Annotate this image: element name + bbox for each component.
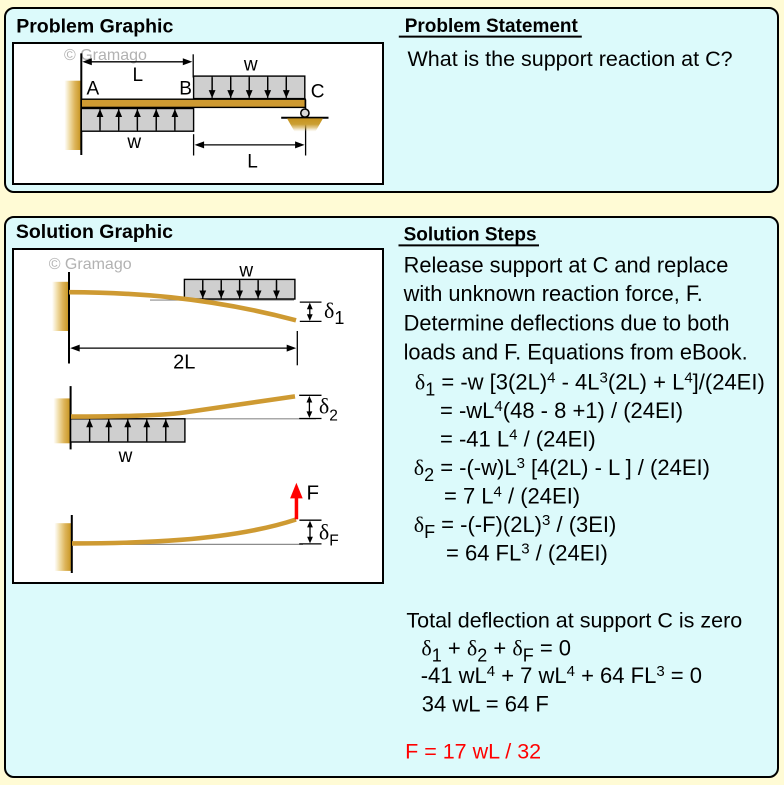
svg-text:= 64 FL3 / (24EI): = 64 FL3 / (24EI): [446, 540, 608, 565]
svg-text:L: L: [247, 152, 258, 173]
svg-text:F = 17 wL / 32: F = 17 wL / 32: [405, 739, 541, 763]
svg-text:L: L: [133, 65, 144, 86]
svg-text:δ1 = -w [3(2L)4 - 4L3(2L) + L4: δ1 = -w [3(2L)4 - 4L3(2L) + L4]/(24EI): [415, 369, 765, 400]
svg-text:Solution Steps: Solution Steps: [404, 225, 537, 246]
svg-text:δ2: δ2: [319, 394, 338, 425]
svg-text:w: w: [243, 54, 258, 75]
svg-text:δ1 + δ2 + δF = 0: δ1 + δ2 + δF = 0: [421, 635, 571, 665]
svg-text:What is the support reaction a: What is the support reaction at C?: [408, 47, 733, 71]
svg-text:loads and F. Equations from eB: loads and F. Equations from eBook.: [404, 340, 748, 365]
svg-text:δ1: δ1: [324, 298, 344, 328]
svg-text:34 wL = 64 F: 34 wL = 64 F: [422, 691, 549, 716]
svg-text:= -41 L4 / (24EI): = -41 L4 / (24EI): [440, 426, 596, 451]
svg-text:with unknown reaction force, F: with unknown reaction force, F.: [403, 281, 703, 306]
svg-text:© Gramago: © Gramago: [64, 47, 147, 64]
svg-text:Solution Graphic: Solution Graphic: [16, 221, 173, 243]
svg-text:A: A: [87, 78, 100, 99]
svg-text:= 7 L4 / (24EI): = 7 L4 / (24EI): [444, 483, 580, 508]
svg-text:δF = -(-F)(2L)3 / (3EI): δF = -(-F)(2L)3 / (3EI): [414, 511, 617, 542]
svg-text:C: C: [311, 81, 325, 102]
svg-text:Release support at C and repla: Release support at C and replace: [404, 252, 729, 277]
svg-text:-41 wL4 + 7 wL4 + 64 FL3 = 0: -41 wL4 + 7 wL4 + 64 FL3 = 0: [421, 663, 702, 688]
svg-text:B: B: [179, 79, 192, 100]
svg-text:w: w: [238, 261, 253, 282]
svg-text:F: F: [307, 482, 320, 505]
svg-text:Determine deflections due to b: Determine deflections due to both: [404, 310, 730, 335]
svg-text:w: w: [118, 446, 133, 467]
svg-text:Problem Graphic: Problem Graphic: [16, 16, 173, 38]
svg-text:δF: δF: [319, 520, 339, 550]
svg-text:Problem Statement: Problem Statement: [405, 16, 579, 37]
svg-text:2L: 2L: [173, 352, 195, 374]
svg-text:© Gramago: © Gramago: [49, 256, 132, 273]
svg-text:δ2 = -(-w)L3 [4(2L) - L ] / (2: δ2 = -(-w)L3 [4(2L) - L ] / (24EI): [414, 454, 710, 485]
svg-text:w: w: [126, 132, 141, 153]
svg-text:= -wL4(48 - 8 +1) / (24EI): = -wL4(48 - 8 +1) / (24EI): [440, 397, 683, 422]
svg-text:Total deflection at support C: Total deflection at support C is zero: [406, 608, 742, 632]
